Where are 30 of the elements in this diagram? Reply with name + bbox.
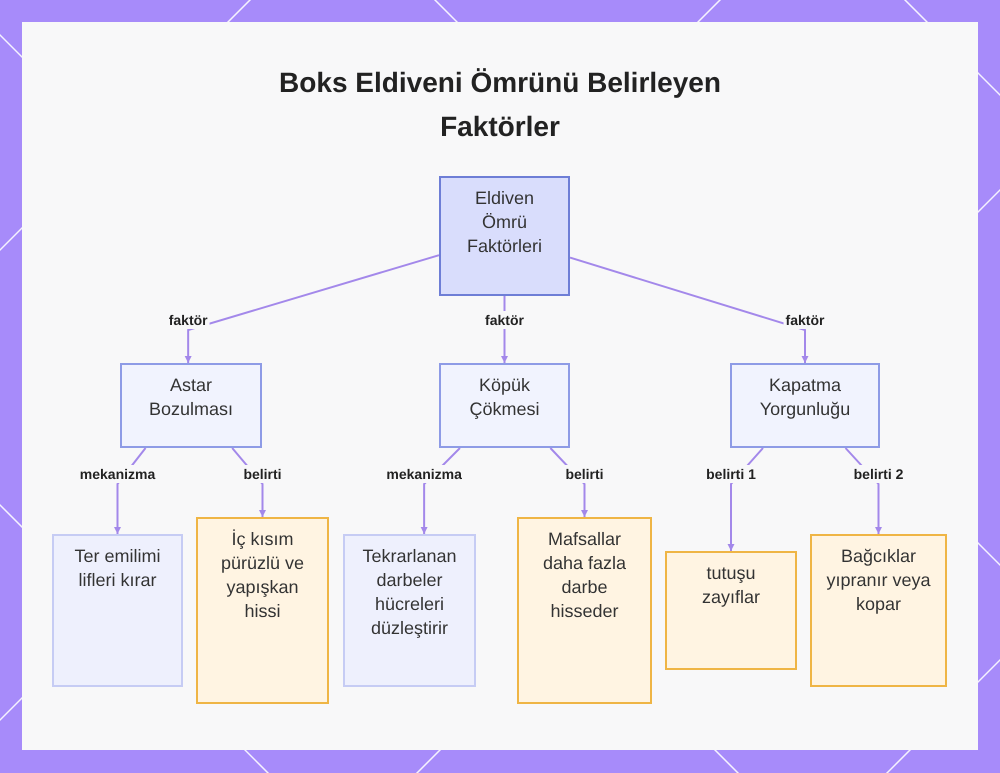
edge-label: mekanizma [384,465,464,483]
symptom-box [196,517,329,704]
edge-label: belirti 2 [852,465,906,483]
arrow [570,256,808,363]
title: Boks Eldiveni Ömrünü Belirleyen Faktörler [278,66,722,144]
node-text: Astar Bozulması [148,374,234,421]
symptom-box [665,551,797,670]
node-text: Kapatma Yorgunluğu [758,374,852,421]
mechanism-box [343,534,476,687]
edge-label: mekanizma [78,465,158,483]
symptom-box [810,534,947,687]
node-text: İç kısım pürüzlü ve yapışkan hissi [220,528,306,623]
node-text: Ter emilimi lifleri kırar [73,545,162,592]
category-box [439,363,570,448]
category-box [120,363,262,448]
symptom-box [517,517,652,704]
edge-label: belirti [241,465,284,483]
edge-label: belirti [563,465,606,483]
edge-label: belirti 1 [704,465,758,483]
category-box [730,363,880,448]
node-text: Mafsallar daha fazla darbe hisseder [542,528,628,623]
node-text: Köpük Çökmesi [468,374,540,421]
edge-label: faktör [483,311,526,329]
node-text: tutuşu zayıflar [700,562,762,609]
node-text: Bağcıklar yıpranır veya kopar [826,545,931,616]
node-text: Tekrarlanan darbeler hücreleri düzleştirir [361,545,458,640]
mechanism-box [52,534,183,687]
root-box [439,176,570,296]
arrow [184,254,440,363]
node-text: Eldiven Ömrü Faktörleri [466,187,543,258]
